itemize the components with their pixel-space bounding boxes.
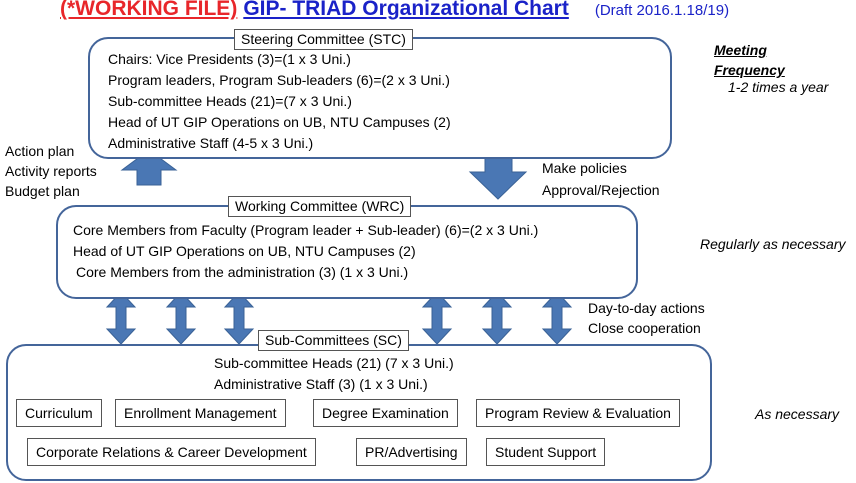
subcommittee-pr-advertising: PR/Advertising [356,438,467,466]
note-approval: Approval/Rejection [542,182,660,198]
sc-line: Sub-committee Heads (21) (7 x 3 Uni.) [214,355,454,371]
wrc-line: Head of UT GIP Operations on UB, NTU Cam… [73,243,416,259]
right-notes: Make policies Approval/Rejection [542,157,660,201]
double-arrow-icon [165,291,197,345]
stc-line: Sub-committee Heads (21)=(7 x 3 Uni.) [108,93,352,109]
wrc-label: Working Committee (WRC) [228,196,412,217]
stc-line: Administrative Staff (4-5 x 3 Uni.) [108,135,314,151]
double-arrow-icon [481,291,513,345]
note-day-to-day: Day-to-day actions [588,300,705,316]
note-make-policies: Make policies [542,160,627,176]
left-notes: Action plan Activity reports Budget plan [5,141,97,201]
sc-line: Administrative Staff (3) (1 x 3 Uni.) [214,376,428,392]
frequency-heading-line2: Frequency [714,62,785,78]
note-budget-plan: Budget plan [5,183,80,199]
wrc-line: Core Members from the administration (3)… [76,264,409,280]
stc-frequency: 1-2 times a year [728,79,829,95]
double-arrow-icon [223,291,255,345]
stc-line: Chairs: Vice Presidents (3)=(1 x 3 Uni.) [108,51,351,67]
wrc-line: Core Members from Faculty (Program leade… [73,222,539,238]
double-arrow-icon [541,291,573,345]
sc-label: Sub-Committees (SC) [258,330,409,351]
subcommittee-enrollment-management: Enrollment Management [115,399,286,427]
note-action-plan: Action plan [5,143,75,159]
frequency-heading-line1: Meeting [714,42,767,58]
chart-title: (*WORKING FILE)GIP- TRIAD Organizational… [60,0,729,21]
stc-line: Head of UT GIP Operations on UB, NTU Cam… [108,114,451,130]
meeting-frequency-heading: Meeting Frequency [714,40,785,80]
sc-frequency: As necessary [755,406,840,422]
subcommittee-degree-examination: Degree Examination [313,399,458,427]
double-arrow-icon [105,291,137,345]
stc-label: Steering Committee (STC) [234,29,413,50]
subcommittee-program-review: Program Review & Evaluation [476,399,680,427]
subcommittee-corporate-relations: Corporate Relations & Career Development [27,438,316,466]
double-arrow-icon [421,291,453,345]
note-close-cooperation: Close cooperation [588,320,701,336]
draft-date: (Draft 2016.1.18/19) [594,2,730,19]
subcommittee-curriculum: Curriculum [16,399,102,427]
note-activity-reports: Activity reports [5,163,97,179]
working-committee-box [56,205,638,299]
steering-committee-box [88,37,672,159]
stc-line: Program leaders, Program Sub-leaders (6)… [108,72,450,88]
subcommittee-student-support: Student Support [486,438,606,466]
working-file-label: (*WORKING FILE) [60,0,238,20]
up-arrow-icon [120,149,178,186]
wrc-frequency: Regularly as necessary [700,236,846,252]
chart-main-title: GIP- TRIAD Organizational Chart [243,0,569,20]
day-notes: Day-to-day actions Close cooperation [588,298,705,338]
